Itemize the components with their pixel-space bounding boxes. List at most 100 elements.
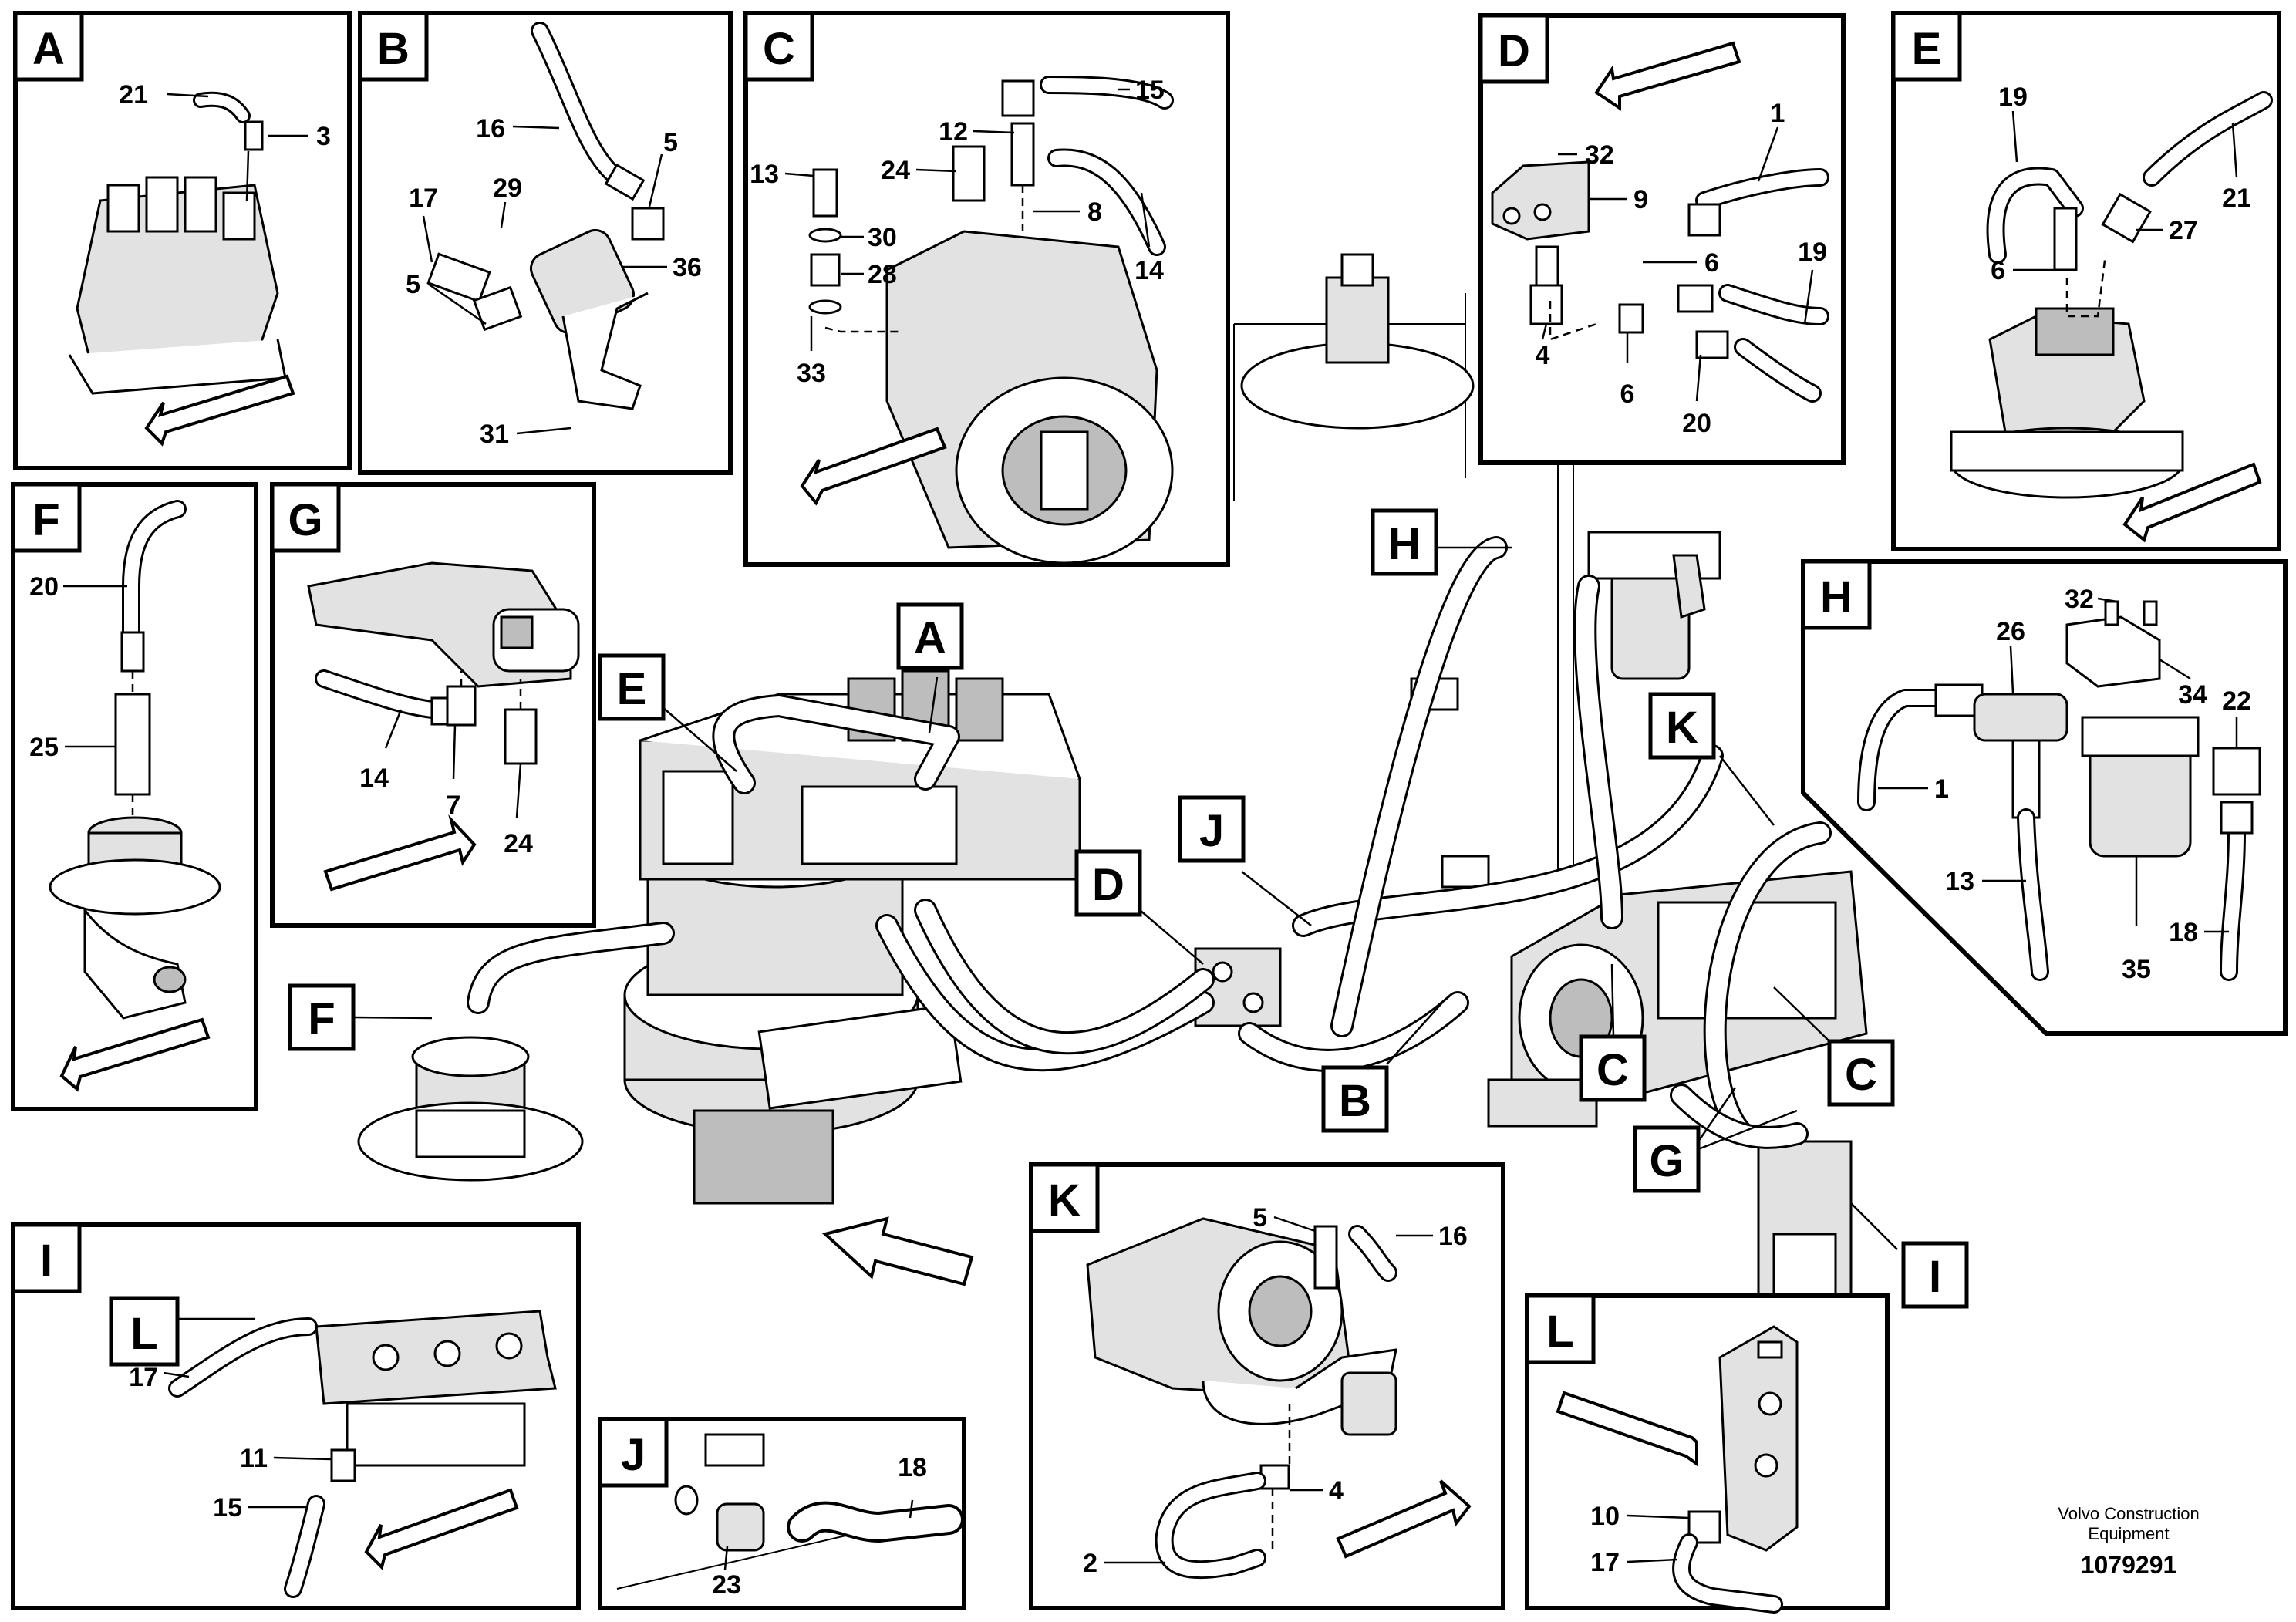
tag-i-main: I [1929,1252,1941,1302]
callout-h-1: 1 [1934,774,1949,804]
tag-g-main: G [1649,1136,1684,1186]
main-assembly [357,253,1868,1305]
panel-d: D 32 1 9 6 19 4 6 20 [1478,13,1846,465]
callout-k-4: 4 [1329,1476,1344,1506]
panel-c: C 15 12 24 13 8 30 28 14 33 [743,11,1230,567]
callout-f-20: 20 [29,572,59,602]
company-name-line2: Equipment [2088,1524,2169,1543]
callout-d-1: 1 [1771,99,1785,128]
callout-b-5-top: 5 [663,128,678,157]
callout-f-25: 25 [29,733,59,762]
callout-i-11: 11 [240,1444,268,1473]
direction-arrow-main [821,1216,974,1286]
callout-d-6-bottom: 6 [1620,379,1635,409]
callout-g-24: 24 [504,829,533,858]
callout-c-24: 24 [881,156,910,185]
document-number: 1079291 [2081,1551,2177,1579]
callout-c-15: 15 [1135,76,1165,105]
panel-e: E 19 21 27 6 [1891,11,2281,551]
callout-e-21: 21 [2222,184,2251,213]
valve-i [1757,1140,1853,1305]
tag-j-main: J [1199,806,1224,856]
direction-arrow-k [1336,1479,1472,1559]
callout-g-7: 7 [447,791,461,820]
tag-f-main: F [308,994,335,1044]
callout-c-8: 8 [1087,197,1102,227]
callout-h-35: 35 [2122,955,2151,984]
callout-k-2: 2 [1083,1549,1097,1578]
panel-h-tag: H [1820,572,1853,622]
panel-c-tag: C [763,24,795,74]
callout-b-5-bottom: 5 [406,270,420,299]
tag-k-main: K [1666,703,1698,753]
callout-h-18: 18 [2169,918,2198,947]
callout-h-22: 22 [2222,686,2251,716]
tag-c-main-left: C [1596,1045,1629,1095]
callout-j-18: 18 [898,1453,927,1482]
callout-c-12: 12 [939,117,968,147]
direction-arrow-g [323,814,477,892]
tag-b-main: B [1339,1076,1371,1126]
callout-c-28: 28 [868,260,897,289]
tag-e-main: E [617,664,647,714]
panel-j: J 18 23 [598,1417,966,1610]
callout-l-17: 17 [1590,1548,1620,1577]
direction-arrow-l [1556,1391,1698,1467]
main-tags: A E D J F B H K C C [288,508,1969,1309]
panel-b: B 16 5 17 29 36 5 31 [358,11,733,475]
panel-l: L 10 17 [1525,1293,1890,1614]
main-hoses [467,536,1832,1149]
panel-g: G 14 7 24 [270,482,596,928]
panel-k: K 5 16 4 2 [1029,1162,1505,1610]
return-filter [1587,531,1721,680]
callout-b-36: 36 [673,253,702,282]
company-name-line1: Volvo Construction [2058,1504,2199,1523]
callout-d-32: 32 [1585,140,1614,170]
panel-i: I L 17 11 15 [11,1222,581,1610]
panel-i-inner-tag-l: L [130,1309,157,1359]
direction-arrow-c [800,427,947,506]
callout-e-6: 6 [1991,256,2005,285]
panel-d-tag: D [1498,26,1530,76]
panel-i-tag: I [40,1236,52,1286]
callout-i-17: 17 [129,1363,158,1392]
callout-k-16: 16 [1438,1222,1468,1251]
callout-d-19: 19 [1798,238,1827,267]
callout-j-23: 23 [712,1570,741,1600]
callout-a-3: 3 [316,122,331,151]
control-valve [639,669,1081,881]
panel-h-frame [1801,559,2288,1036]
panel-k-tag: K [1048,1175,1081,1226]
tag-c-main-right: C [1845,1050,1877,1100]
direction-arrow-f [59,1017,211,1092]
callout-g-14: 14 [359,764,389,793]
direction-arrow-i [364,1488,519,1570]
tag-a-main: A [914,613,946,663]
callout-c-33: 33 [797,359,826,388]
callout-k-5: 5 [1253,1203,1267,1233]
callout-h-13: 13 [1945,867,1974,896]
panel-b-tag: B [377,24,410,74]
direction-arrow-d [1594,41,1741,111]
callout-h-34: 34 [2178,680,2207,710]
callout-c-30: 30 [868,223,897,252]
panel-a: A 21 3 [13,11,352,470]
callout-d-20: 20 [1682,409,1711,438]
direction-arrow-a [144,374,295,447]
callout-l-10: 10 [1590,1502,1620,1531]
callout-e-27: 27 [2169,216,2198,245]
footer: Volvo Construction Equipment 1079291 [2058,1504,2199,1579]
panel-l-tag: L [1546,1307,1573,1357]
panel-a-tag: A [32,24,65,74]
callout-h-32: 32 [2065,585,2094,614]
callout-c-14: 14 [1135,256,1164,285]
tag-h-main: H [1388,519,1421,569]
direction-arrow-e [2122,462,2262,543]
callout-a-21: 21 [119,80,148,110]
callout-d-9: 9 [1633,185,1648,214]
panel-f: F 20 25 [11,482,258,1111]
callout-b-31: 31 [480,420,509,449]
callout-d-4: 4 [1536,341,1550,370]
panel-h: H 32 26 34 22 1 13 35 18 [1801,559,2288,1036]
